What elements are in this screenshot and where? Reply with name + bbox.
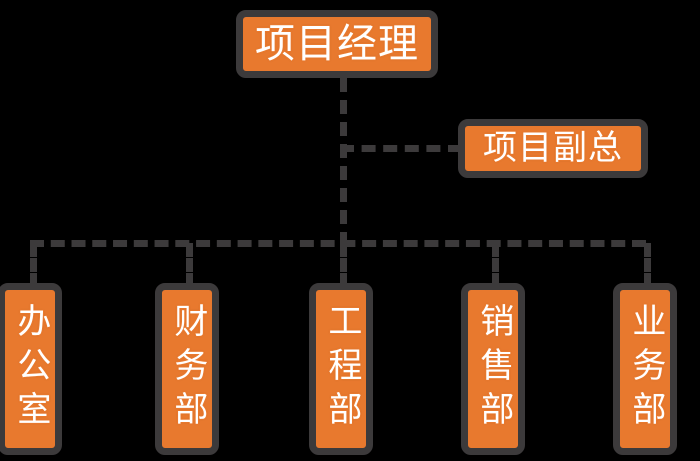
node-department-sales[interactable]: 销售部 <box>461 283 525 455</box>
connector-drop-business <box>644 243 651 287</box>
node-deputy-director-label: 项目副总 <box>483 127 623 168</box>
node-department-office[interactable]: 办公室 <box>0 283 62 455</box>
node-department-finance[interactable]: 财务部 <box>155 283 219 455</box>
node-project-manager-label: 项目经理 <box>255 21 419 67</box>
connector-department-bus <box>30 240 646 247</box>
connector-drop-finance <box>186 243 193 287</box>
connector-drop-sales <box>492 243 499 287</box>
node-department-business[interactable]: 业务部 <box>613 283 677 455</box>
node-project-manager[interactable]: 项目经理 <box>236 10 438 78</box>
node-department-engineering-label: 工程部 <box>321 303 362 435</box>
node-department-finance-label: 财务部 <box>167 303 208 435</box>
connector-drop-office <box>30 243 37 287</box>
connector-drop-engineering <box>340 243 347 287</box>
node-department-business-label: 业务部 <box>625 303 666 435</box>
node-department-sales-label: 销售部 <box>473 303 514 435</box>
connector-manager-trunk <box>340 78 347 246</box>
node-department-engineering[interactable]: 工程部 <box>309 283 373 455</box>
node-deputy-director[interactable]: 项目副总 <box>458 119 648 178</box>
node-department-office-label: 办公室 <box>10 303 51 435</box>
connector-manager-to-deputy <box>340 145 462 152</box>
